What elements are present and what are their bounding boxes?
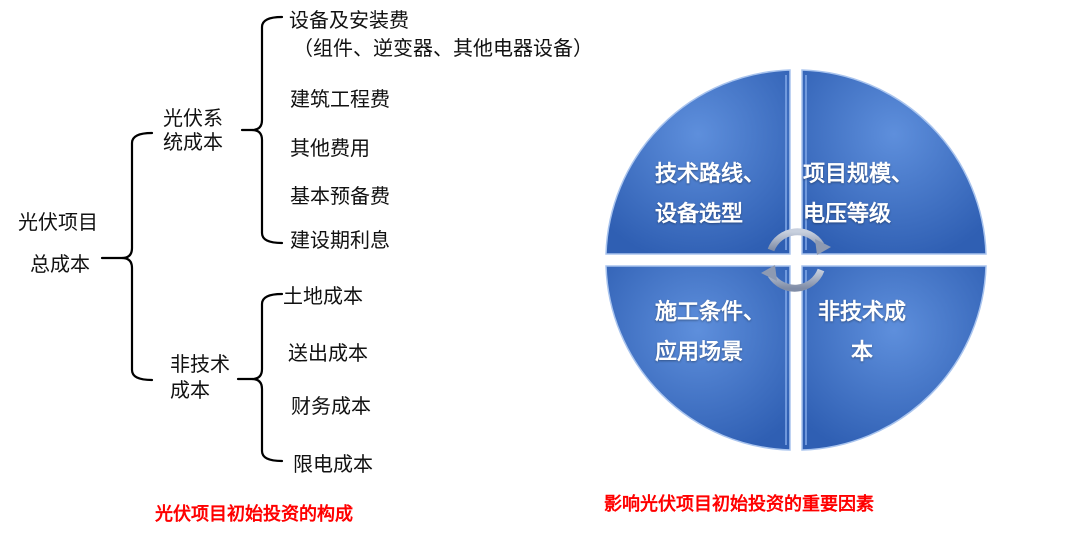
nontech-cost-bracket [251, 292, 284, 463]
item-construction-interest: 建设期利息 [290, 228, 390, 252]
item-construction-fee: 建筑工程费 [290, 87, 390, 111]
segment-bottom-left-line2: 应用场景 [655, 340, 744, 365]
segment-bottom-right [801, 265, 987, 451]
item-transmission-cost: 送出成本 [288, 341, 368, 365]
segment-top-left [605, 69, 791, 255]
segment-top-left-line1: 技术路线、 [655, 162, 766, 187]
segment-top-right-line2: 电压等级 [803, 202, 892, 227]
segment-bottom-left [605, 265, 791, 451]
cycle-arrows-icon [767, 228, 825, 292]
item-basic-reserve-fee: 基本预备费 [290, 184, 390, 208]
item-equipment-install-fee-detail: （组件、逆变器、其他电器设备） [293, 36, 593, 60]
branch-nontech-cost-line2: 成本 [170, 378, 210, 402]
item-financial-cost: 财务成本 [291, 394, 371, 418]
root-label-line1: 光伏项目 [18, 210, 98, 234]
segment-text-top-right: 项目规模、 电压等级 [803, 155, 913, 235]
branch-system-cost-line2: 统成本 [163, 130, 223, 154]
segment-bottom-left-line1: 施工条件、 [655, 300, 766, 325]
item-equipment-install-fee: 设备及安装费 [289, 8, 409, 32]
item-land-cost: 土地成本 [283, 284, 363, 308]
right-caption: 影响光伏项目初始投资的重要因素 [604, 494, 874, 515]
pie-graphic [605, 69, 987, 451]
left-caption: 光伏项目初始投资的构成 [155, 504, 353, 525]
tree-brackets [100, 15, 284, 463]
segment-top-right [801, 69, 987, 255]
system-cost-bracket [251, 15, 284, 245]
segment-text-bottom-right: 非技术成 本 [818, 293, 906, 373]
segment-text-top-left: 技术路线、 设备选型 [655, 155, 765, 235]
segment-top-right-line1: 项目规模、 [803, 162, 914, 187]
segment-top-left-line2: 设备选型 [655, 202, 744, 227]
branch-system-cost-line1: 光伏系 [163, 106, 223, 130]
item-curtailment-cost: 限电成本 [293, 452, 373, 476]
root-bracket [121, 131, 154, 382]
factors-pie: 技术路线、 设备选型 项目规模、 电压等级 施工条件、 应用场景 非技术成 本 [603, 67, 989, 453]
segment-text-bottom-left: 施工条件、 应用场景 [655, 293, 765, 373]
segment-bottom-right-line2: 本 [851, 340, 874, 365]
root-label-line2: 总成本 [30, 252, 90, 276]
segment-bottom-right-line1: 非技术成 [818, 300, 907, 325]
item-other-fees: 其他费用 [290, 136, 370, 160]
branch-nontech-cost-line1: 非技术 [170, 352, 230, 376]
